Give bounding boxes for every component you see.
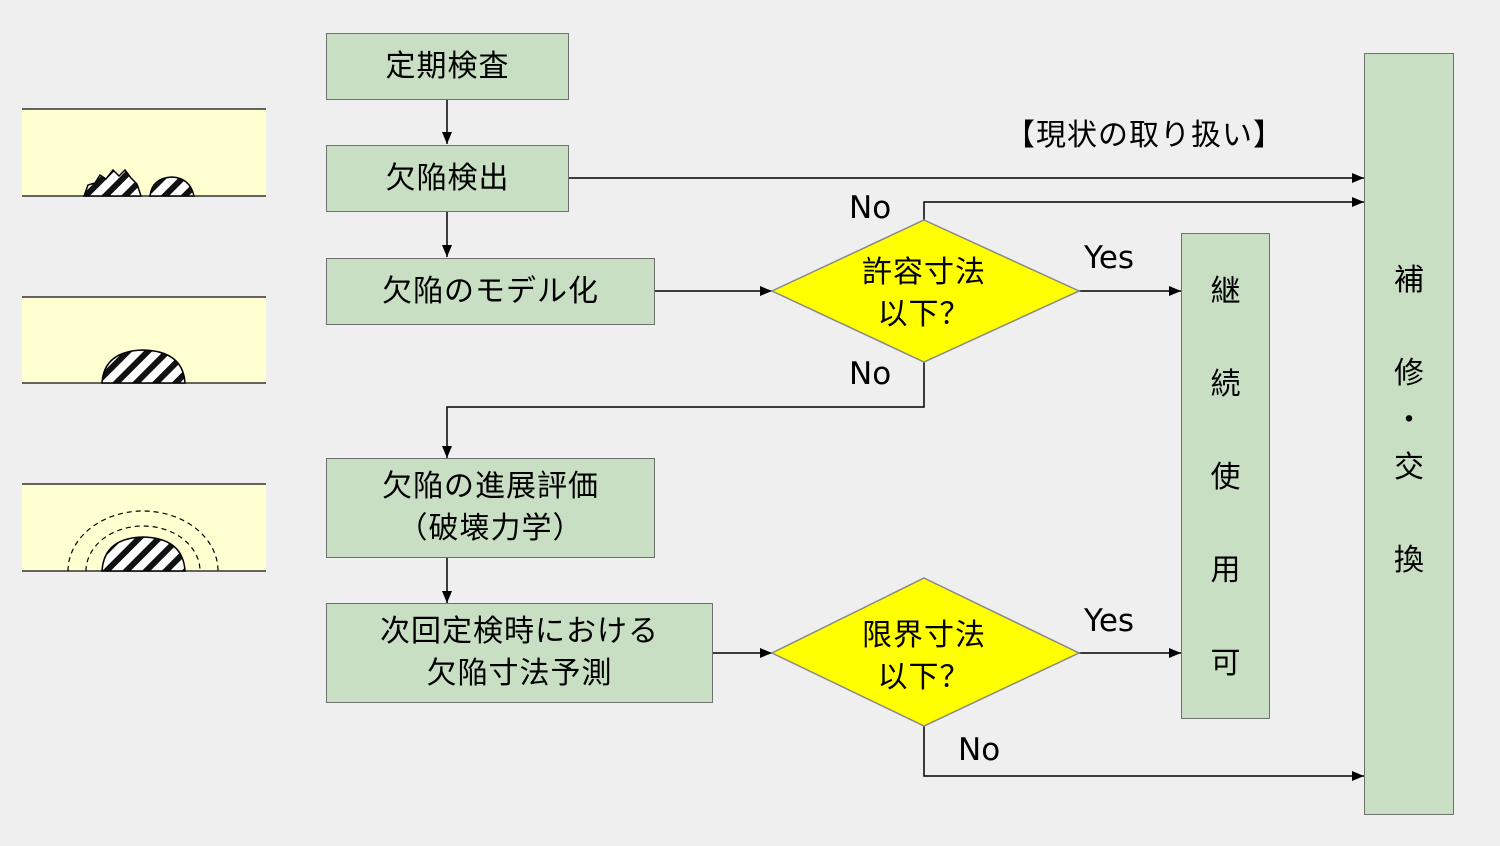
step-size-prediction: 次回定検時における 欠陥寸法予測: [326, 603, 713, 703]
decision-allowable-diamond: [770, 219, 1081, 363]
step-growth-evaluation-line1: 欠陥の進展評価: [382, 469, 599, 504]
decision-allowable-line1: 許容寸法: [862, 255, 986, 290]
repair-char-4: 交: [1394, 450, 1424, 485]
current-practice-caption: 【現状の取り扱い】: [1005, 118, 1284, 153]
continue-char-3: 使: [1210, 460, 1241, 495]
repair-char-2: 修: [1394, 356, 1424, 391]
repair-char-1: 補: [1394, 263, 1424, 298]
label-yes-allowable: Yes: [1084, 240, 1135, 276]
decision-allowable-text: 許容寸法 以下？: [824, 252, 1024, 336]
label-no-allowable-top: No: [849, 190, 892, 226]
step-periodic-inspection-label: 定期検査: [385, 48, 510, 84]
specimen-detected-flaws: [22, 108, 266, 197]
step-growth-evaluation-line2: （破壊力学）: [397, 511, 584, 546]
step-flaw-detection: 欠陥検出: [326, 145, 569, 212]
step-flaw-modeling-label: 欠陥のモデル化: [382, 273, 599, 309]
outcome-continue-use: 継 続 使 用 可: [1181, 233, 1270, 719]
step-size-prediction-line2: 欠陥寸法予測: [426, 656, 613, 691]
decision-limit-line1: 限界寸法: [862, 618, 986, 653]
decision-allowable-line2: 以下？: [877, 297, 971, 332]
label-no-limit: No: [958, 732, 1001, 768]
arrow-allowable-no-to-growth: [442, 362, 925, 458]
step-growth-evaluation: 欠陥の進展評価 （破壊力学）: [326, 458, 655, 558]
step-flaw-modeling: 欠陥のモデル化: [326, 258, 655, 325]
step-periodic-inspection: 定期検査: [326, 33, 569, 100]
step-flaw-detection-label: 欠陥検出: [385, 160, 510, 196]
specimen-modelled-flaw: [22, 296, 266, 384]
continue-char-1: 継: [1210, 274, 1241, 309]
continue-char-2: 続: [1210, 367, 1241, 402]
specimen-flaw-growth: [22, 483, 266, 572]
label-no-allowable-bottom: No: [849, 356, 892, 392]
decision-limit-line2: 以下？: [877, 660, 971, 695]
decision-limit-diamond: [770, 577, 1081, 727]
step-size-prediction-line1: 次回定検時における: [380, 614, 659, 649]
arrow-limit-no-to-repair: [923, 726, 1364, 781]
repair-char-3: ・: [1394, 403, 1424, 438]
repair-char-5: 換: [1394, 543, 1424, 578]
continue-char-4: 用: [1210, 553, 1241, 588]
outcome-repair-replace: 補 修 ・ 交 換: [1364, 53, 1454, 815]
arrow-allowable-no-to-repair: [923, 197, 1364, 220]
label-yes-limit: Yes: [1084, 603, 1135, 639]
continue-char-5: 可: [1210, 646, 1241, 681]
decision-limit-text: 限界寸法 以下？: [824, 615, 1024, 699]
